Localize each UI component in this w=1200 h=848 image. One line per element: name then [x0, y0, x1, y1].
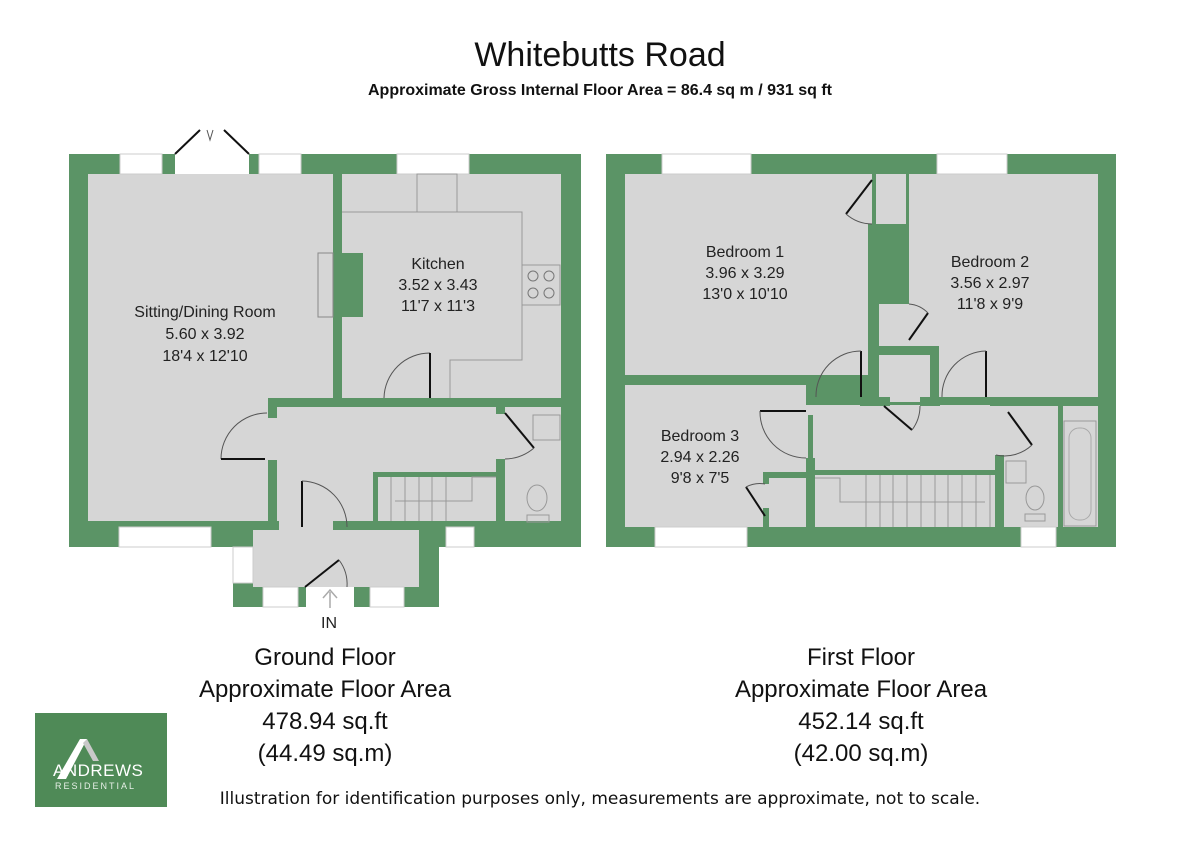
- disclaimer: Illustration for identification purposes…: [219, 789, 981, 809]
- room-name: Sitting/Dining Room: [134, 304, 275, 321]
- floor-area-label: Approximate Floor Area: [198, 676, 452, 703]
- property-title: Whitebutts Road: [474, 36, 726, 74]
- svg-text:18'4 x 12'10: 18'4 x 12'10: [162, 348, 247, 365]
- room-name: Bedroom 2: [951, 254, 1029, 271]
- entrance-arrow-icon: [322, 588, 338, 608]
- svg-text:3.52 x 3.43: 3.52 x 3.43: [398, 277, 477, 294]
- svg-text:9'8 x 7'5: 9'8 x 7'5: [671, 470, 730, 487]
- gross-area-subtitle: Approximate Gross Internal Floor Area = …: [368, 82, 832, 99]
- room-imperial: 18'4 x 12'10: [162, 348, 247, 365]
- floor-area-sqft: 478.94 sq.ft: [262, 708, 388, 735]
- logo-brand: ANDREWS: [53, 761, 144, 780]
- room-metric: 2.94 x 2.26: [660, 449, 739, 466]
- logo-sub: RESIDENTIAL: [55, 781, 137, 791]
- entrance-label: IN: [321, 615, 337, 632]
- room-name: Bedroom 3: [661, 428, 739, 445]
- svg-text:11'8 x 9'9: 11'8 x 9'9: [957, 296, 1023, 313]
- room-metric: 3.52 x 3.43: [398, 277, 477, 294]
- room-imperial: 13'0 x 10'10: [702, 286, 787, 303]
- room-name: Bedroom 1: [706, 244, 784, 261]
- svg-text:3.96 x 3.29: 3.96 x 3.29: [705, 265, 784, 282]
- ground-floor-caption: Ground Floor Approximate Floor Area 478.…: [175, 642, 475, 770]
- room-metric: 5.60 x 3.92: [165, 326, 244, 343]
- agency-logo: ANDREWS RESIDENTIAL: [35, 713, 167, 807]
- room-metric: 3.96 x 3.29: [705, 265, 784, 282]
- first-floor-labels: Bedroom 1 3.96 x 3.29 13'0 x 10'10 Bedro…: [660, 244, 1029, 487]
- first-floor-caption: First Floor Approximate Floor Area 452.1…: [711, 642, 1011, 770]
- svg-text:Bedroom 3: Bedroom 3: [661, 428, 739, 445]
- svg-text:Bedroom 2: Bedroom 2: [951, 254, 1029, 271]
- svg-text:13'0 x 10'10: 13'0 x 10'10: [702, 286, 787, 303]
- room-imperial: 11'7 x 11'3: [401, 298, 475, 315]
- room-metric: 3.56 x 2.97: [950, 275, 1029, 292]
- floor-name: Ground Floor: [254, 644, 396, 671]
- ground-floor-plan: [69, 129, 581, 608]
- svg-text:11'7 x 11'3: 11'7 x 11'3: [401, 298, 475, 315]
- floor-area-sqm: (42.00 sq.m): [793, 740, 929, 767]
- room-imperial: 9'8 x 7'5: [671, 470, 730, 487]
- floor-area-label: Approximate Floor Area: [734, 676, 988, 703]
- svg-text:3.56 x 2.97: 3.56 x 2.97: [950, 275, 1029, 292]
- first-floor-plan: [606, 153, 1116, 548]
- floor-name: First Floor: [807, 644, 915, 671]
- svg-text:Bedroom 1: Bedroom 1: [706, 244, 784, 261]
- svg-text:2.94 x 2.26: 2.94 x 2.26: [660, 449, 739, 466]
- svg-text:Sitting/Dining Room: Sitting/Dining Room: [134, 304, 275, 321]
- roof-icon: [57, 739, 99, 779]
- room-imperial: 11'8 x 9'9: [957, 296, 1023, 313]
- svg-text:Kitchen: Kitchen: [411, 256, 464, 273]
- floor-area-sqm: (44.49 sq.m): [257, 740, 393, 767]
- svg-text:5.60 x 3.92: 5.60 x 3.92: [165, 326, 244, 343]
- room-name: Kitchen: [411, 256, 464, 273]
- floor-area-sqft: 452.14 sq.ft: [798, 708, 924, 735]
- ground-floor-labels: Sitting/Dining Room 5.60 x 3.92 18'4 x 1…: [134, 256, 477, 365]
